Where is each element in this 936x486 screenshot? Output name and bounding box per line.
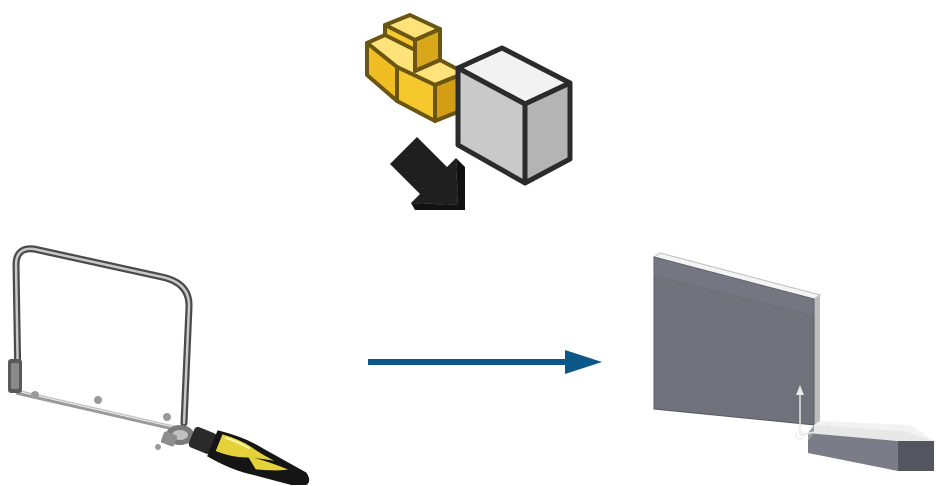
arrow-down-right-icon: [390, 137, 465, 210]
cut-plate-part-icon: [652, 252, 934, 471]
target-box-icon: [455, 45, 573, 186]
coping-saw-icon: [8, 245, 310, 485]
arrow-right-icon: [368, 350, 602, 374]
insert-part-into-body-icon: [365, 13, 573, 210]
source-body-icon: [365, 13, 467, 123]
